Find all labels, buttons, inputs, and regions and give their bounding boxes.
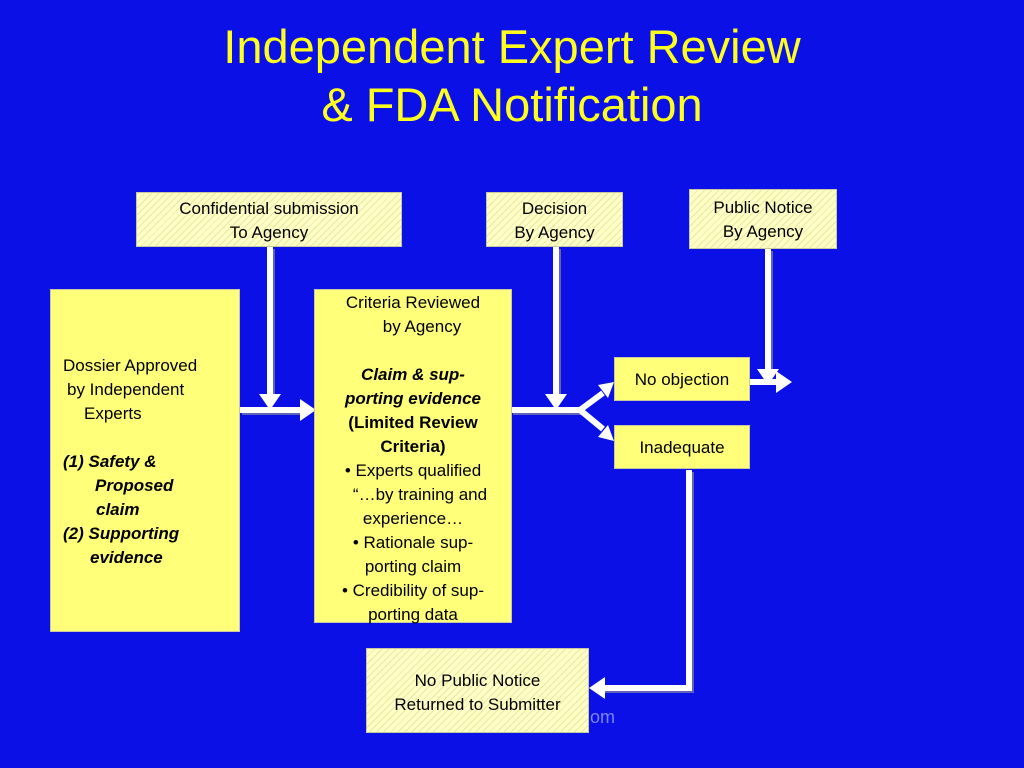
criteria-bullet-1c: experience… [362, 509, 464, 528]
no-public-notice-box: No Public Notice Returned to Submitter [366, 648, 589, 733]
dossier-line-3: Experts [84, 404, 142, 423]
arrowhead-to-criteria-left [300, 399, 316, 421]
public-notice-line-1: Public Notice [713, 198, 813, 217]
no-objection-label: No objection [634, 370, 730, 389]
dossier-item-1c: claim [96, 500, 140, 519]
dossier-item-2a: (2) Supporting [63, 524, 180, 543]
criteria-reviewed-box: Criteria Reviewed by Agency Claim & sup-… [314, 289, 512, 624]
arrowhead-to-inadequate [598, 425, 614, 441]
criteria-bullet-3a: • Credibility of sup- [341, 581, 484, 600]
confidential-line-2: To Agency [229, 223, 309, 242]
criteria-bold-4: Criteria) [380, 437, 446, 456]
arrowhead-to-criteria-top [259, 394, 281, 410]
criteria-spacer [315, 339, 511, 363]
public-notice-line-2: By Agency [722, 222, 804, 241]
no-objection-box: No objection [614, 357, 750, 401]
no-public-notice-line-2: Returned to Submitter [394, 695, 561, 714]
dossier-item-1b: Proposed [95, 476, 174, 495]
confidential-line-1: Confidential submission [179, 199, 359, 218]
title-line-2: & FDA Notification [321, 78, 703, 131]
arrowhead-to-no-objection [598, 382, 614, 398]
inadequate-return-line [602, 470, 692, 691]
fork-lower-branch [578, 407, 605, 432]
criteria-bold-2: porting evidence [344, 389, 482, 408]
decision-box: Decision By Agency [486, 192, 623, 247]
decision-line-2: By Agency [514, 223, 595, 242]
dossier-spacer [63, 426, 239, 450]
fork-upper-branch [578, 390, 605, 413]
arrowhead-public-notice [757, 369, 779, 385]
dossier-line-2: by Independent [67, 380, 185, 399]
dossier-item-2b: evidence [90, 548, 163, 567]
title-line-1: Independent Expert Review [223, 20, 801, 73]
arrowhead-decision-down [545, 394, 567, 410]
slide-title: Independent Expert Review & FDA Notifica… [0, 18, 1024, 134]
inadequate-box: Inadequate [614, 425, 750, 469]
arrowhead-to-no-public-notice [589, 677, 605, 699]
criteria-line-1: Criteria Reviewed [345, 293, 481, 312]
criteria-bold-3: (Limited Review [348, 413, 478, 432]
watermark-fragment: om [590, 707, 616, 727]
confidential-submission-box: Confidential submission To Agency [136, 192, 402, 247]
criteria-bullet-2b: porting claim [364, 557, 462, 576]
inadequate-connector-shadow [602, 472, 694, 693]
arrowheads [259, 369, 792, 699]
criteria-bullet-1b: “…by training and [352, 485, 488, 504]
criteria-line-2: by Agency [382, 317, 462, 336]
criteria-bullet-2a: • Rationale sup- [352, 533, 474, 552]
criteria-bullet-3b: porting data [368, 605, 458, 624]
criteria-bullet-1a: • Experts qualified [344, 461, 482, 480]
inadequate-label: Inadequate [639, 438, 725, 457]
dossier-line-1: Dossier Approved [63, 356, 198, 375]
dossier-approved-box: Dossier Approved by Independent Experts … [50, 289, 240, 632]
decision-line-1: Decision [521, 199, 588, 218]
no-public-notice-line-1: No Public Notice [414, 671, 541, 690]
arrowhead-no-objection-right [776, 371, 792, 393]
dossier-item-1a: (1) Safety & [63, 452, 157, 471]
connector-lines [240, 247, 778, 691]
criteria-bold-1: Claim & sup- [361, 365, 465, 384]
public-notice-box: Public Notice By Agency [689, 189, 837, 249]
